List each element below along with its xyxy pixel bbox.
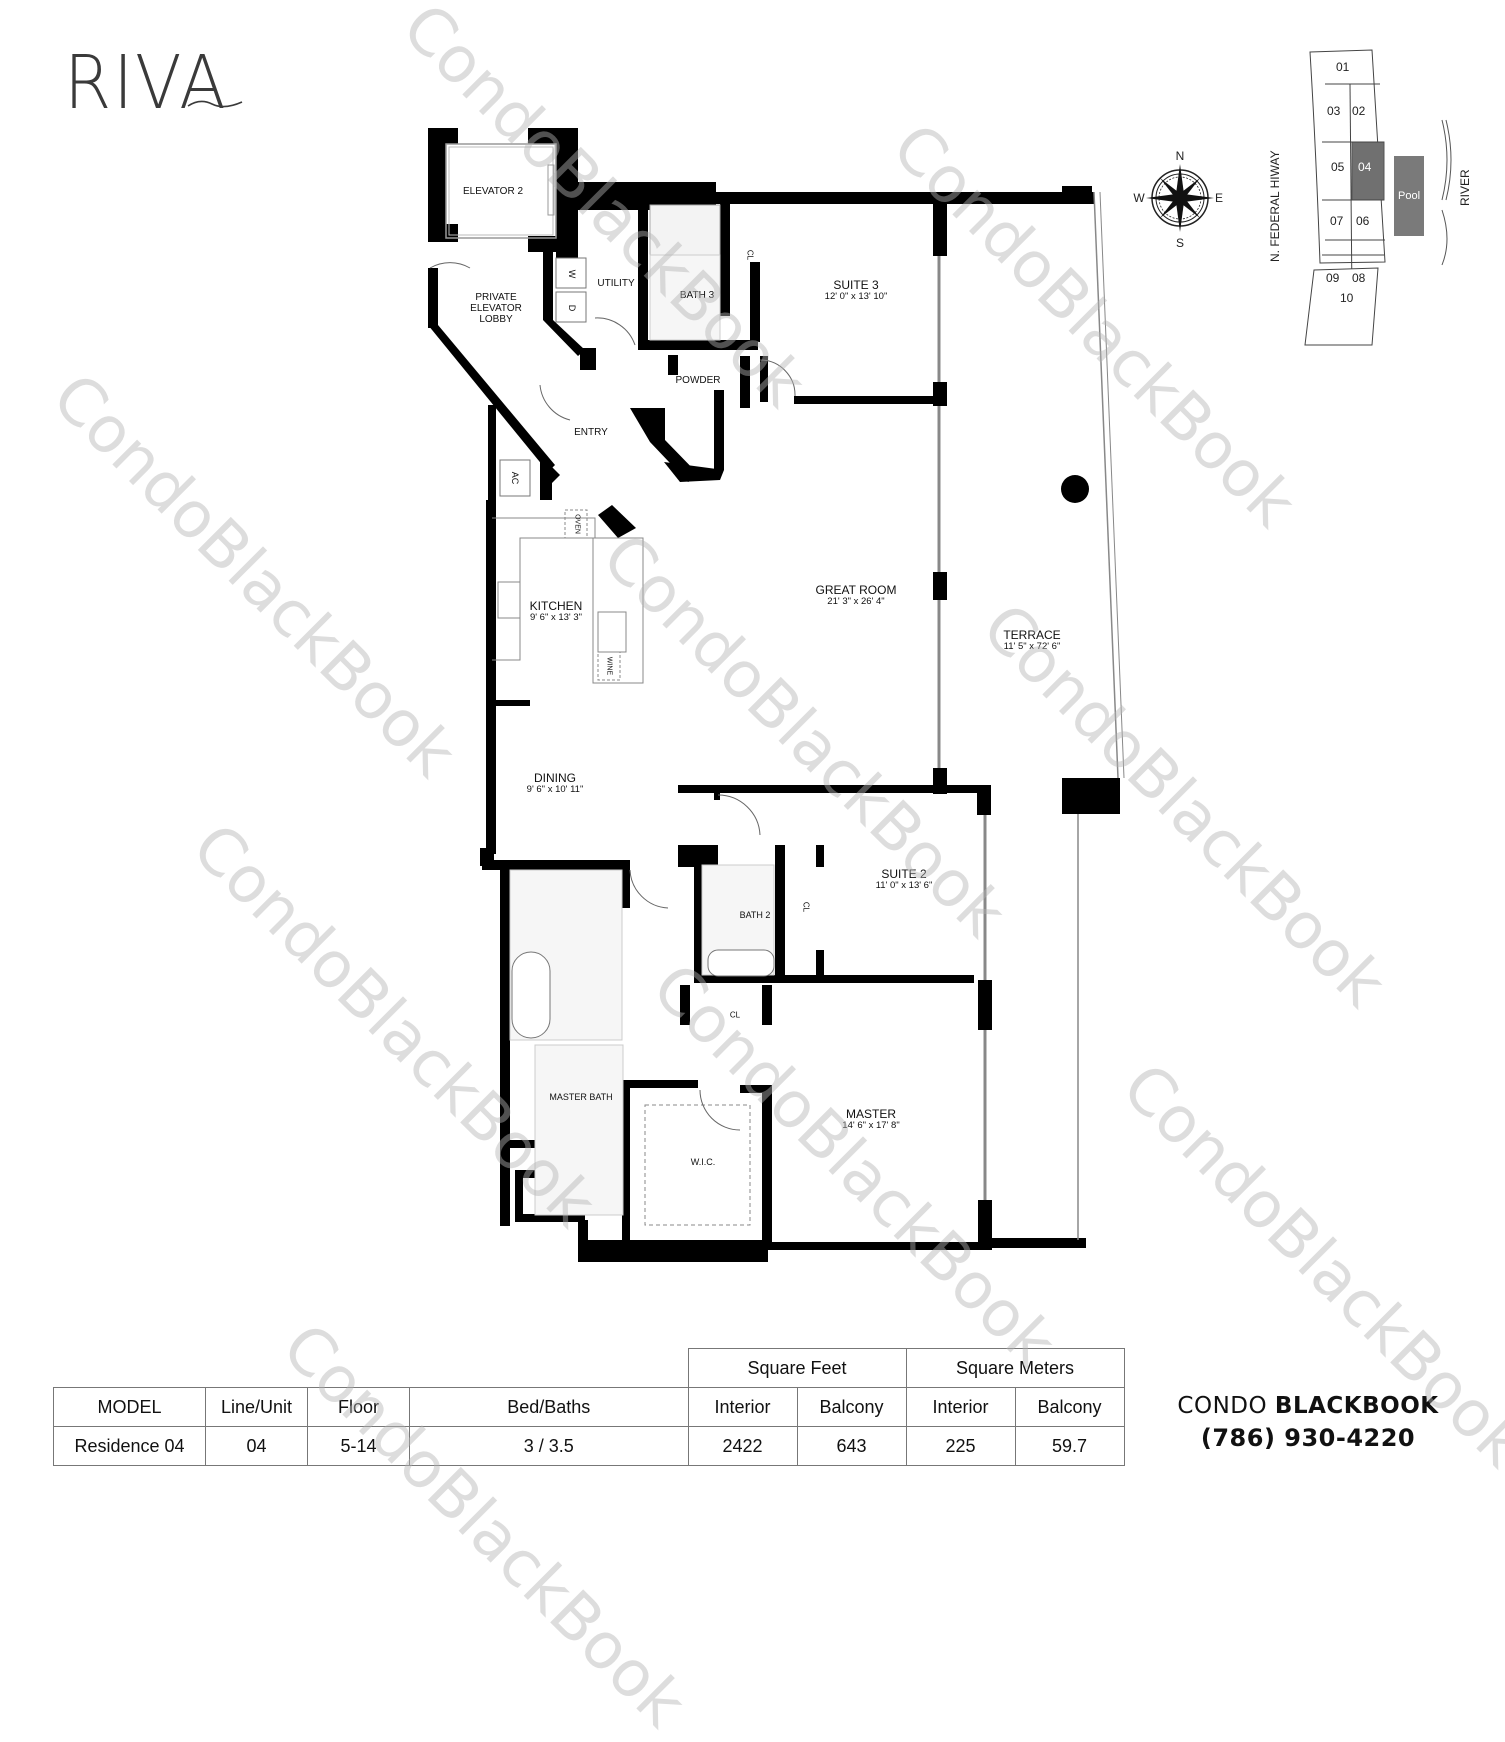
keyplan-unit-10: 10 bbox=[1340, 291, 1354, 305]
cell-bed-baths: 3 / 3.5 bbox=[409, 1426, 689, 1466]
cell-sqm-balcony: 59.7 bbox=[1014, 1426, 1125, 1466]
keyplan-street-label: N. FEDERAL HIWAY bbox=[1268, 150, 1282, 262]
room-dimensions: 14' 6" x 17' 8" bbox=[842, 1120, 900, 1132]
header-sqm-balcony: Balcony bbox=[1014, 1387, 1125, 1427]
room-label-master-bath: MASTER BATH bbox=[549, 1092, 613, 1102]
keyplan-unit-06: 06 bbox=[1356, 214, 1370, 228]
header-floor: Floor bbox=[307, 1387, 410, 1427]
keyplan-unit-07: 07 bbox=[1330, 214, 1344, 228]
keyplan-unit-03: 03 bbox=[1327, 104, 1341, 118]
cell-sqft-balcony: 643 bbox=[796, 1426, 907, 1466]
header-sqm-interior: Interior bbox=[905, 1387, 1016, 1427]
room-label-master: MASTER 14' 6" x 17' 8" bbox=[842, 1107, 900, 1132]
keyplan-unit-05: 05 bbox=[1331, 160, 1345, 174]
room-dimensions: 11' 0" x 13' 6" bbox=[875, 880, 933, 892]
room-label-elevator-2: ELEVATOR 2 bbox=[462, 186, 524, 197]
room-label-utility: UTILITY bbox=[597, 278, 635, 289]
room-dimensions: 21' 3" x 26' 4" bbox=[827, 596, 885, 608]
lobby-line-2: ELEVATOR bbox=[470, 303, 522, 314]
room-label-private-elevator-lobby: PRIVATE ELEVATOR LOBBY bbox=[470, 292, 522, 325]
cell-model: Residence 04 bbox=[53, 1426, 206, 1466]
keyplan-unit-01: 01 bbox=[1336, 60, 1350, 74]
closet-label-suite-2: CL bbox=[801, 901, 811, 913]
group-header-square-meters: Square Meters bbox=[905, 1348, 1125, 1388]
compass-south: S bbox=[1175, 236, 1185, 250]
condo-blackbook-brand: CONDO BLACKBOOK (786) 930-4220 bbox=[1143, 1390, 1473, 1454]
keyplan-unit-02: 02 bbox=[1352, 104, 1366, 118]
dryer-label: D bbox=[567, 304, 577, 312]
floor-plan-drawing bbox=[428, 49, 1452, 1262]
group-header-square-feet: Square Feet bbox=[687, 1348, 907, 1388]
brand-name-bold: BLACKBOOK bbox=[1274, 1393, 1439, 1419]
keyplan-unit-08: 08 bbox=[1352, 271, 1366, 285]
keyplan-river-label: RIVER bbox=[1458, 169, 1472, 206]
closet-label-suite-3: CL bbox=[745, 249, 755, 261]
cell-sqft-interior: 2422 bbox=[687, 1426, 798, 1466]
room-label-suite-3: SUITE 3 12' 0" x 13' 10" bbox=[824, 278, 888, 303]
room-label-great-room: GREAT ROOM 21' 3" x 26' 4" bbox=[815, 583, 897, 608]
ac-label: AC bbox=[510, 471, 520, 485]
wine-label: WINE bbox=[605, 656, 613, 676]
oven-label: OVEN bbox=[573, 514, 581, 534]
lobby-line-3: LOBBY bbox=[479, 314, 513, 325]
cell-line-unit: 04 bbox=[205, 1426, 308, 1466]
cell-floor: 5-14 bbox=[307, 1426, 410, 1466]
compass-rose-icon bbox=[1146, 164, 1214, 232]
room-name: MASTER bbox=[845, 1107, 897, 1121]
room-label-suite-2: SUITE 2 11' 0" x 13' 6" bbox=[875, 867, 933, 892]
riva-logo: RIVA bbox=[64, 40, 228, 126]
compass-north: N bbox=[1175, 149, 1185, 163]
header-sqft-balcony: Balcony bbox=[796, 1387, 907, 1427]
room-dimensions: 12' 0" x 13' 10" bbox=[824, 291, 888, 303]
wall bbox=[428, 130, 446, 240]
room-name: GREAT ROOM bbox=[815, 583, 897, 597]
room-label-dining: DINING 9' 6" x 10' 11" bbox=[526, 771, 584, 796]
room-name: KITCHEN bbox=[529, 599, 583, 613]
header-model: MODEL bbox=[53, 1387, 206, 1427]
keyplan-unit-04-highlighted: 04 bbox=[1358, 160, 1372, 174]
room-dimensions: 9' 6" x 10' 11" bbox=[526, 784, 584, 796]
compass-west: W bbox=[1133, 191, 1145, 205]
compass-east: E bbox=[1214, 191, 1224, 205]
room-dimensions: 9' 6" x 13' 3" bbox=[529, 612, 583, 624]
room-name: SUITE 3 bbox=[833, 278, 879, 292]
keyplan-unit-09: 09 bbox=[1326, 271, 1340, 285]
brand-name-light: CONDO bbox=[1177, 1393, 1268, 1419]
room-label-entry: ENTRY bbox=[574, 427, 608, 438]
room-name: DINING bbox=[534, 771, 576, 785]
room-label-terrace: TERRACE 11' 5" x 72' 6" bbox=[1003, 628, 1061, 653]
room-label-wic: W.I.C. bbox=[690, 1157, 716, 1167]
keyplan-building bbox=[1304, 49, 1386, 346]
room-label-kitchen: KITCHEN 9' 6" x 13' 3" bbox=[529, 599, 583, 624]
washer-label: W bbox=[567, 269, 577, 279]
room-label-bath-2: BATH 2 bbox=[739, 910, 771, 920]
keyplan-pool-label: Pool bbox=[1398, 190, 1421, 202]
room-name: TERRACE bbox=[1003, 628, 1061, 642]
closet-label-hall: CL bbox=[729, 1010, 741, 1020]
room-label-bath-3: BATH 3 bbox=[679, 290, 715, 301]
cell-sqm-interior: 225 bbox=[905, 1426, 1016, 1466]
spec-table: Square Feet Square Meters MODEL Line/Uni… bbox=[53, 1348, 1125, 1466]
room-name: SUITE 2 bbox=[881, 867, 927, 881]
room-dimensions: 11' 5" x 72' 6" bbox=[1003, 641, 1061, 653]
brand-phone: (786) 930-4220 bbox=[1200, 1424, 1416, 1452]
header-bed-baths: Bed/Baths bbox=[409, 1387, 689, 1427]
lobby-line-1: PRIVATE bbox=[475, 292, 517, 303]
logo-wave-icon bbox=[187, 100, 243, 108]
room-label-powder: POWDER bbox=[675, 375, 721, 386]
header-line-unit: Line/Unit bbox=[205, 1387, 308, 1427]
header-sqft-interior: Interior bbox=[687, 1387, 798, 1427]
